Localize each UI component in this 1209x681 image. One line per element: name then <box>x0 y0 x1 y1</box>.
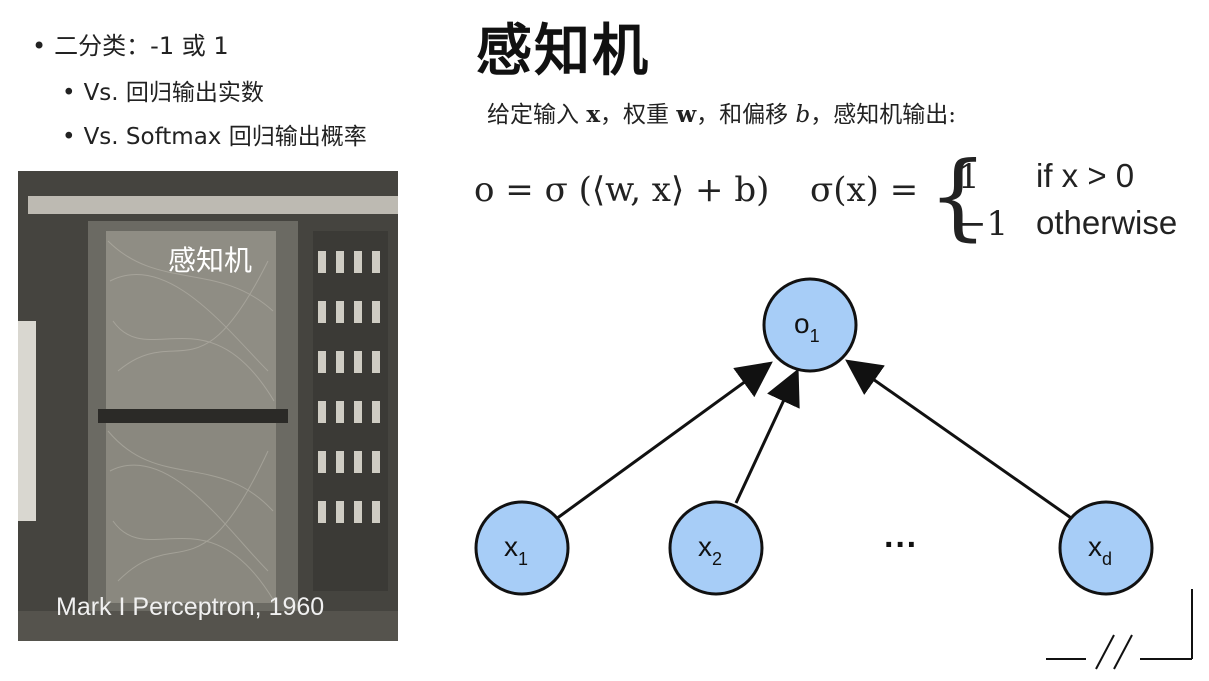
input-node-x2: x2 <box>668 500 764 596</box>
edge-x2-to-o1 <box>734 368 800 504</box>
case2-value: −1 <box>958 204 1009 244</box>
input-node-x1-label: x1 <box>504 531 528 569</box>
bullet-binary-classification: •二分类：-1 或 1 <box>32 34 229 58</box>
bullet-dot: • <box>62 124 76 150</box>
edge-x1-to-o1 <box>555 361 773 521</box>
case1-value: 1 <box>958 157 980 197</box>
bullet-dot: • <box>32 32 47 60</box>
edge-xd-to-o1 <box>845 359 1075 522</box>
intro-sentence: 给定输入 x，权重 w，和偏移 b，感知机输出: <box>487 95 956 129</box>
bias-symbol: b <box>795 102 811 128</box>
perceptron-machine-illustration <box>18 171 398 641</box>
input-node-xd: xd <box>1058 500 1154 596</box>
input-node-x1: x1 <box>474 500 570 596</box>
intro-part: 给定输入 <box>487 102 587 128</box>
case2-condition: otherwise <box>1036 204 1178 241</box>
input-symbol: x <box>586 101 601 128</box>
intro-part: ，权重 <box>600 102 677 128</box>
photo-overlay-label: 感知机 <box>168 244 253 277</box>
bullet-text: Vs. Softmax 回归输出概率 <box>83 124 367 150</box>
intro-part: ，感知机输出: <box>810 102 956 128</box>
bullet-text: Vs. 回归输出实数 <box>83 80 264 106</box>
cases-brace: { <box>928 142 988 251</box>
intro-part: ，和偏移 <box>696 102 796 128</box>
bullet-vs-softmax: • Vs. Softmax 回归输出概率 <box>62 126 367 149</box>
slide-title: 感知机 <box>476 19 650 84</box>
bullet-vs-regression: • Vs. 回归输出实数 <box>62 82 264 105</box>
input-node-xd-label: xd <box>1088 531 1112 569</box>
output-formula: o = σ (⟨w, x⟩ + b) <box>474 170 770 210</box>
perceptron-photo: 感知机 Mark I Perceptron, 1960 <box>18 171 398 641</box>
corner-logo-mark <box>1046 589 1193 670</box>
output-node: o1 <box>762 277 858 373</box>
photo-caption: Mark I Perceptron, 1960 <box>56 593 325 621</box>
sigma-formula-lhs: σ(x) = <box>810 170 919 210</box>
input-node-x2-label: x2 <box>698 531 722 569</box>
perceptron-diagram: o1 x1 x2 ··· xd <box>474 277 1154 596</box>
weight-symbol: w <box>676 101 697 128</box>
bullet-text: 二分类：-1 或 1 <box>54 32 229 60</box>
case1-condition: if x > 0 <box>1036 157 1135 194</box>
ellipsis: ··· <box>884 526 918 564</box>
output-node-label: o1 <box>794 308 820 346</box>
bullet-dot: • <box>62 80 76 106</box>
